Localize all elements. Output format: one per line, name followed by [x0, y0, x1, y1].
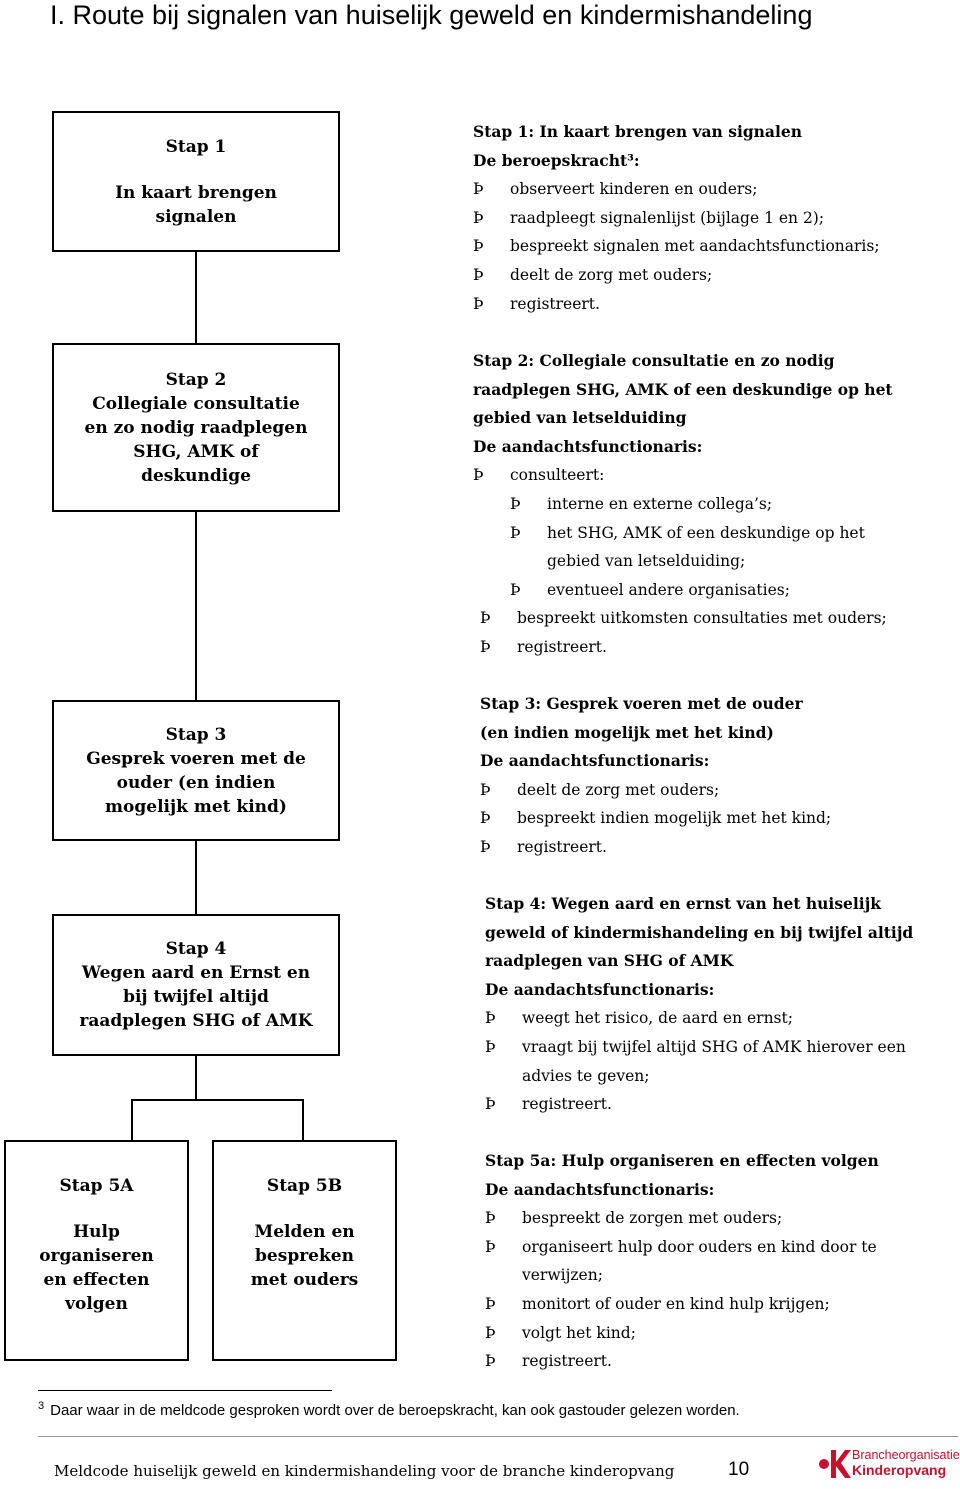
stap1-box: Stap 1 In kaart brengen signalen	[52, 111, 340, 252]
stap2-desc-heading-line1: Stap 2: Collegiale consultatie en zo nod…	[473, 351, 835, 370]
stap1-desc-subheading: De beroepskracht³:	[473, 150, 640, 170]
list-item: monitort of ouder en kind hulp krijgen;	[485, 1290, 879, 1319]
list-item: raadpleegt signalenlijst (bijlage 1 en 2…	[473, 204, 880, 233]
stap2-title-line2: en zo nodig raadplegen	[84, 417, 308, 438]
stap4-label: Stap 4	[165, 939, 227, 959]
stap3-description: Stap 3: Gesprek voeren met de ouder (en …	[480, 690, 831, 862]
page-number: 10	[728, 1459, 750, 1480]
stap1-title-line2: signalen	[155, 206, 237, 227]
stap4-desc-subheading: De aandachtsfunctionaris:	[485, 979, 715, 999]
connector-split-horizontal	[131, 1099, 304, 1101]
stap3-box: Stap 3 Gesprek voeren met de ouder (en i…	[52, 700, 340, 841]
connector-split-right	[302, 1099, 304, 1141]
list-item: deelt de zorg met ouders;	[473, 261, 880, 290]
logo-text: Brancheorganisatie Kinderopvang	[852, 1448, 960, 1478]
stap5a-title-line4: volgen	[65, 1294, 128, 1314]
footer-divider	[38, 1436, 958, 1437]
stap4-title-line1: Wegen aard en Ernst en	[81, 963, 311, 983]
page-title: I. Route bij signalen van huiselijk gewe…	[50, 0, 813, 30]
connector-split-left	[131, 1099, 133, 1141]
stap3-label: Stap 3	[165, 724, 227, 745]
stap4-desc-heading-line3: raadplegen van SHG of AMK	[485, 951, 734, 971]
stap4-box: Stap 4 Wegen aard en Ernst en bij twijfe…	[52, 914, 340, 1056]
logo-line1: Brancheorganisatie	[852, 1448, 960, 1462]
connector-3-4	[195, 840, 197, 915]
stap3-desc-heading-line2: (en indien mogelijk met het kind)	[480, 722, 774, 742]
stap2-description: Stap 2: Collegiale consultatie en zo nod…	[473, 347, 893, 662]
list-item: registreert.	[485, 1090, 913, 1119]
list-item-continuation: advies te geven;	[522, 1066, 650, 1085]
stap3-title-line3: mogelijk met kind)	[105, 796, 287, 817]
footnote-mark: 3	[38, 1400, 45, 1412]
stap5a-label: Stap 5A	[59, 1176, 134, 1196]
stap1-label: Stap 1	[165, 136, 227, 157]
stap1-description: Stap 1: In kaart brengen van signalen De…	[473, 118, 880, 318]
stap2-title-line1: Collegiale consultatie	[92, 393, 300, 414]
stap5b-box: Stap 5B Melden en bespreken met ouders	[212, 1140, 397, 1361]
stap2-title-line3: SHG, AMK of	[133, 441, 259, 462]
stap4-desc-heading-line1: Stap 4: Wegen aard en ernst van het huis…	[485, 894, 882, 913]
stap5b-title-line2: bespreken	[255, 1246, 354, 1266]
stap4-desc-heading-line2: geweld of kindermishandeling en bij twij…	[485, 922, 914, 942]
list-item: volgt het kind;	[485, 1319, 879, 1348]
list-item: bespreekt indien mogelijk met het kind;	[480, 804, 831, 833]
stap5a-title-line1: Hulp	[73, 1222, 120, 1242]
list-item: bespreekt signalen met aandachtsfunction…	[473, 232, 880, 261]
sub-list-item: eventueel andere organisaties;	[510, 576, 893, 605]
list-item: vraagt bij twijfel altijd SHG of AMK hie…	[485, 1033, 913, 1062]
list-item: registreert.	[473, 290, 880, 319]
footnote-text: Daar waar in de meldcode gesproken wordt…	[50, 1402, 740, 1419]
footer-text: Meldcode huiselijk geweld en kindermisha…	[54, 1462, 675, 1480]
stap5b-title-line3: met ouders	[250, 1270, 359, 1290]
stap4-title-line3: raadplegen SHG of AMK	[79, 1011, 313, 1031]
list-item: weegt het risico, de aard en ernst;	[485, 1004, 913, 1033]
stap5b-title-line1: Melden en	[254, 1222, 355, 1242]
stap5a-description: Stap 5a: Hulp organiseren en effecten vo…	[485, 1147, 879, 1376]
list-item: bespreekt uitkomsten consultaties met ou…	[480, 604, 893, 633]
connector-4-split	[195, 1055, 197, 1101]
stap4-description: Stap 4: Wegen aard en ernst van het huis…	[485, 890, 913, 1119]
list-item: registreert.	[480, 633, 893, 662]
stap5a-box: Stap 5A Hulp organiseren en effecten vol…	[4, 1140, 189, 1361]
footnote: 3 Daar waar in de meldcode gesproken word…	[38, 1400, 740, 1419]
connector-1-2	[195, 251, 197, 344]
sub-list-item: interne en externe collega’s;	[510, 490, 893, 519]
sub-list-item: het SHG, AMK of een deskundige op het	[510, 519, 893, 548]
stap2-desc-heading-line2: raadplegen SHG, AMK of een deskundige op…	[473, 379, 893, 399]
list-item: bespreekt de zorgen met ouders;	[485, 1204, 879, 1233]
stap5a-title-line3: en effecten	[43, 1270, 150, 1290]
stap2-desc-heading-line3: gebied van letselduiding	[473, 408, 687, 428]
list-item: organiseert hulp door ouders en kind doo…	[485, 1233, 879, 1262]
stap3-desc-heading-line1: Stap 3: Gesprek voeren met de ouder	[480, 694, 803, 713]
connector-2-3	[195, 511, 197, 701]
list-item: registreert.	[480, 833, 831, 862]
stap5a-desc-heading: Stap 5a: Hulp organiseren en effecten vo…	[485, 1151, 879, 1170]
stap5a-desc-subheading: De aandachtsfunctionaris:	[485, 1179, 715, 1199]
stap1-title-line1: In kaart brengen	[115, 182, 277, 203]
sub-list-item-continuation: gebied van letselduiding;	[547, 552, 746, 571]
list-item: observeert kinderen en ouders;	[473, 175, 880, 204]
list-item-continuation: verwijzen;	[522, 1266, 603, 1285]
footnote-divider	[38, 1390, 332, 1391]
list-item: registreert.	[485, 1347, 879, 1376]
stap1-desc-heading: Stap 1: In kaart brengen van signalen	[473, 122, 802, 141]
stap2-title-line4: deskundige	[141, 465, 251, 486]
list-item: deelt de zorg met ouders;	[480, 776, 831, 805]
stap5a-title-line2: organiseren	[39, 1246, 154, 1266]
stap2-desc-subheading: De aandachtsfunctionaris:	[473, 436, 703, 456]
stap3-title-line2: ouder (en indien	[116, 772, 276, 793]
brancheorganisatie-logo-icon	[819, 1450, 851, 1478]
list-item: consulteert:	[473, 461, 893, 490]
logo-line2: Kinderopvang	[852, 1462, 947, 1478]
stap2-box: Stap 2 Collegiale consultatie en zo nodi…	[52, 343, 340, 512]
stap3-desc-subheading: De aandachtsfunctionaris:	[480, 751, 710, 771]
stap5b-label: Stap 5B	[266, 1176, 343, 1196]
stap4-title-line2: bij twijfel altijd	[123, 987, 269, 1007]
stap2-label: Stap 2	[165, 369, 227, 390]
stap3-title-line1: Gesprek voeren met de	[86, 748, 306, 769]
